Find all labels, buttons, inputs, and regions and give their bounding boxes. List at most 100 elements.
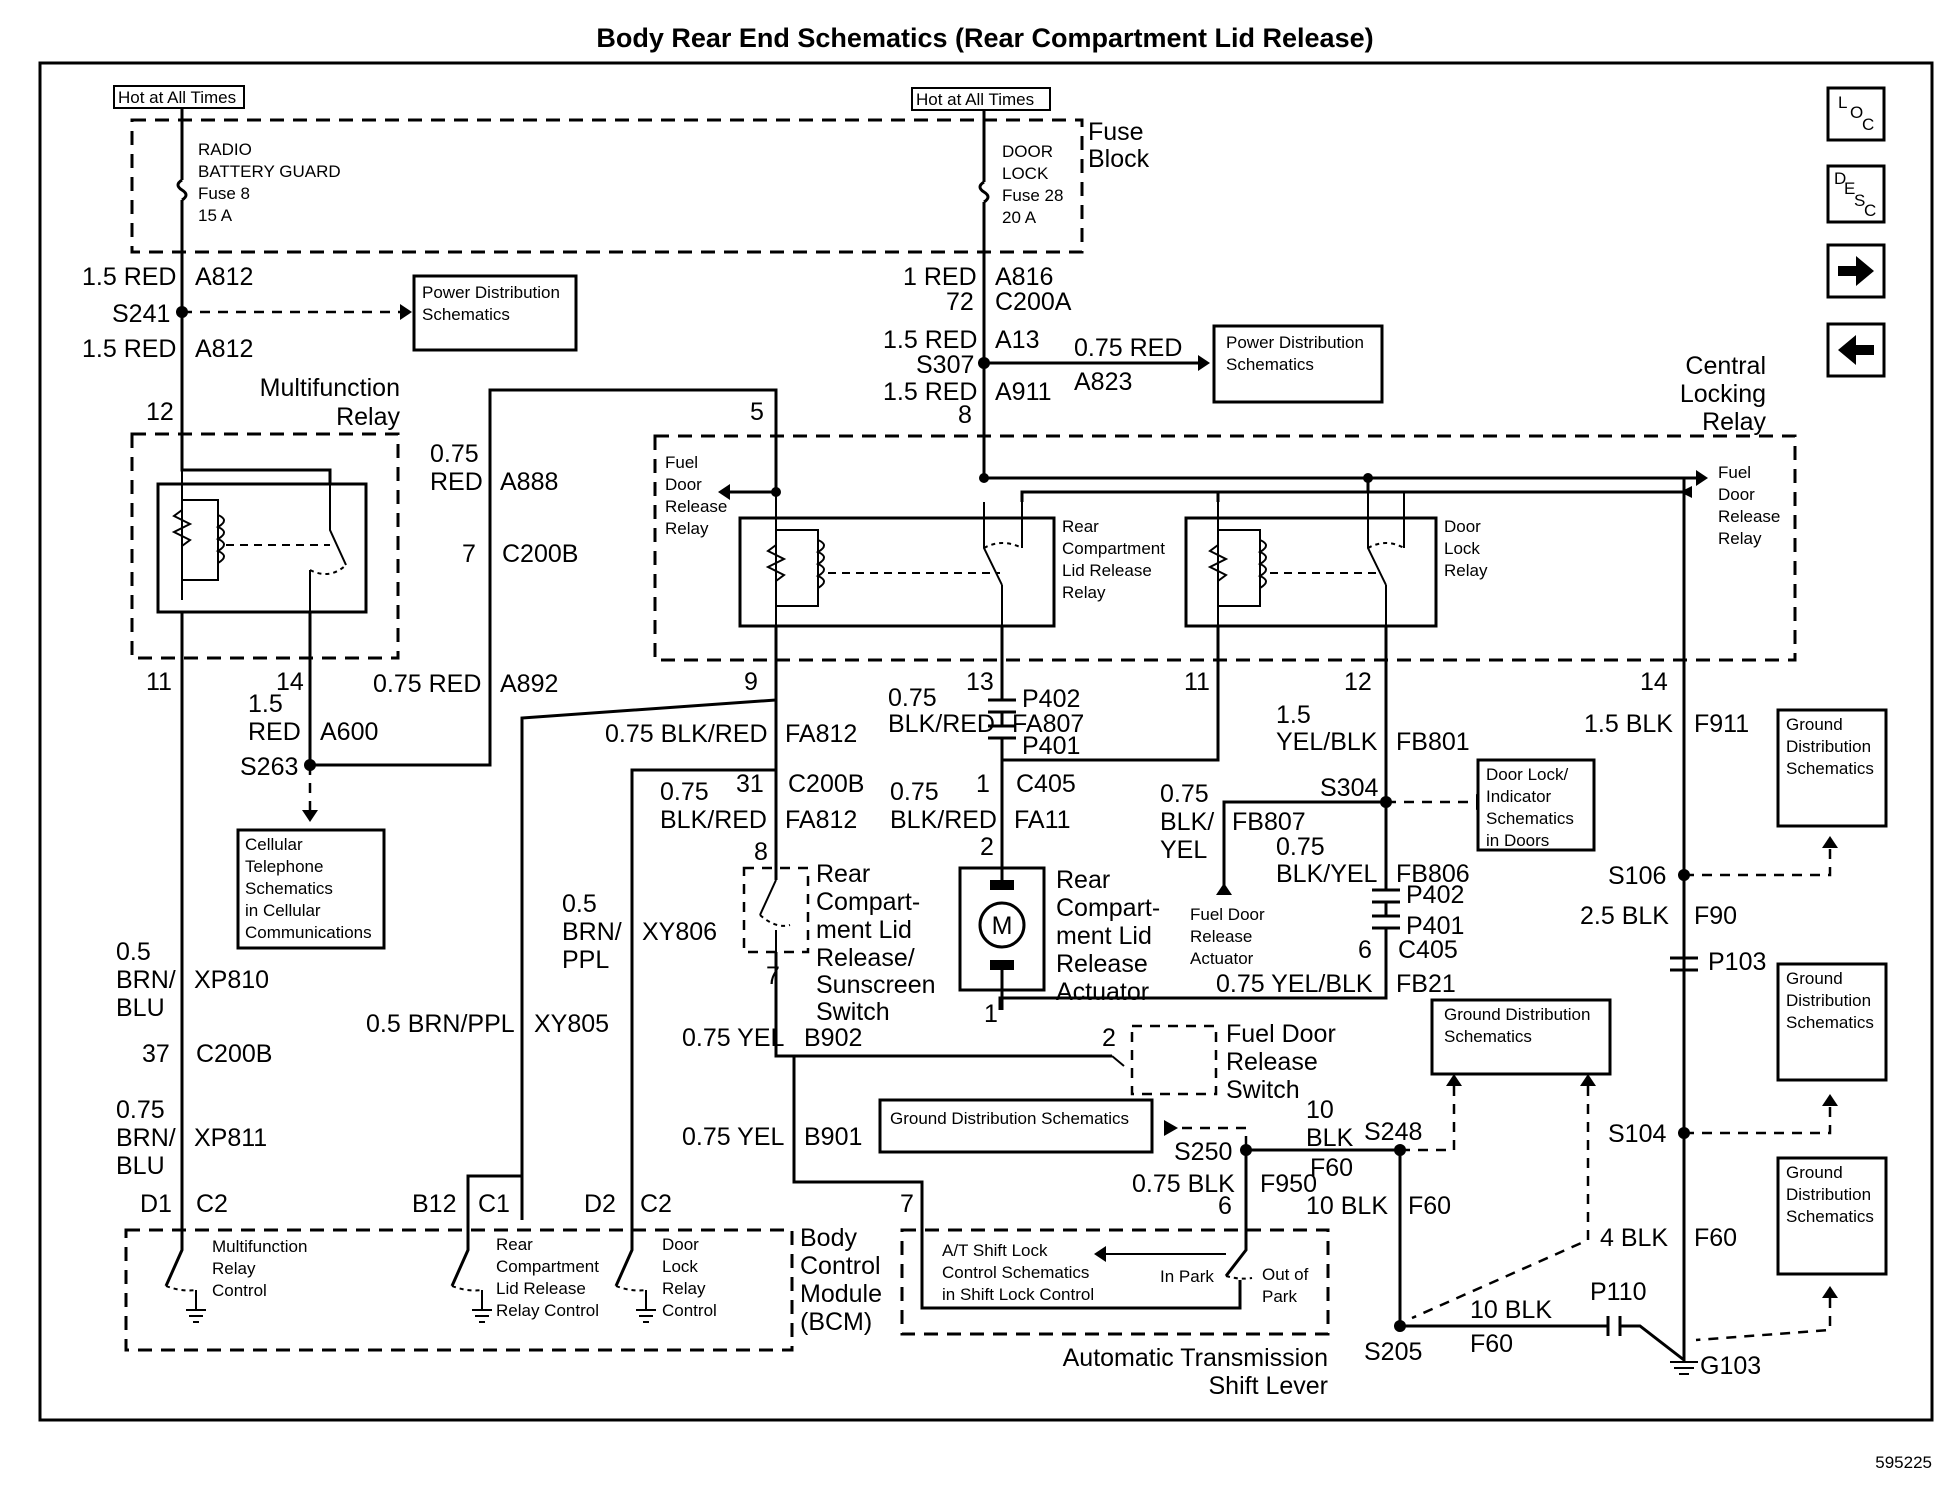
label-wires-p9: 9 bbox=[744, 668, 758, 696]
label-wires-w14b: BLK/RED bbox=[660, 806, 767, 834]
label-wires-p103: P103 bbox=[1708, 948, 1766, 976]
label-components-out_park-1: Park bbox=[1262, 1287, 1297, 1306]
label-wires-w26a: 10 bbox=[1306, 1096, 1334, 1124]
prev-arrow-button[interactable] bbox=[1826, 322, 1886, 378]
label-refs-gds2-1: Schematics bbox=[1444, 1027, 1532, 1046]
label-wires-w17b: BLK/YEL bbox=[1276, 860, 1378, 888]
label-refs-gds4-0: Ground Distribution Schematics bbox=[890, 1109, 1129, 1128]
label-wires-w2: 1.5 RED bbox=[82, 335, 176, 363]
loc-button[interactable]: LOC bbox=[1826, 86, 1886, 142]
label-wires-p7b: 7 bbox=[766, 962, 780, 990]
label-wires-w26b: BLK bbox=[1306, 1124, 1354, 1152]
label-components-fdrs-2: Switch bbox=[1226, 1076, 1300, 1104]
ground-icon bbox=[1670, 1361, 1698, 1375]
label-components-mfr1: Multifunction bbox=[260, 374, 400, 402]
label-wires-g103: G103 bbox=[1700, 1352, 1761, 1380]
label-components-actuator-1: Compart- bbox=[1056, 894, 1160, 922]
label-components-bcm-1: Control bbox=[800, 1252, 881, 1280]
label-wires-c405b: C405 bbox=[1398, 936, 1458, 964]
label-wires-p2b: 2 bbox=[1102, 1024, 1116, 1052]
label-components-motor: M bbox=[992, 912, 1013, 940]
label-wires-c405a: C405 bbox=[1016, 770, 1076, 798]
label-wires-w12a: 1.5 bbox=[1276, 701, 1311, 729]
label-components-fdr_right-1: Door bbox=[1718, 485, 1755, 504]
label-wires-p7a: 7 bbox=[462, 540, 476, 568]
svg-text:L: L bbox=[1838, 93, 1847, 112]
label-components-ats-0: Automatic Transmission bbox=[1063, 1344, 1328, 1372]
label-components-bcm_dlr-3: Control bbox=[662, 1301, 717, 1320]
label-wires-p402b: P402 bbox=[1406, 881, 1464, 909]
label-components-dlr-2: Relay bbox=[1444, 561, 1488, 580]
label-wires-w14c: FA812 bbox=[785, 806, 857, 834]
ref-ground-distribution-1[interactable] bbox=[1776, 708, 1888, 828]
ref-ground-distribution-2[interactable] bbox=[1430, 998, 1612, 1076]
label-wires-w2c: A812 bbox=[195, 335, 253, 363]
label-wires-s106: S106 bbox=[1608, 862, 1666, 890]
label-refs-dlis-2: Schematics bbox=[1486, 809, 1574, 828]
ref-power-distribution-1[interactable] bbox=[412, 274, 578, 352]
label-components-clr3: Relay bbox=[1702, 408, 1766, 436]
label-components-fdr_left-1: Door bbox=[665, 475, 702, 494]
fuse-28-icon bbox=[978, 180, 990, 204]
label-components-sunscreen-1: Compart- bbox=[816, 888, 920, 916]
ref-power-distribution-2[interactable] bbox=[1212, 324, 1384, 404]
ref-ground-distribution-4[interactable] bbox=[878, 1098, 1154, 1154]
label-components-actuator-4: Actuator bbox=[1056, 978, 1149, 1006]
next-arrow-button[interactable] bbox=[1826, 243, 1886, 299]
ref-cellular-telephone[interactable] bbox=[236, 828, 386, 950]
label-wires-w30c: F60 bbox=[1470, 1330, 1513, 1358]
label-wires-w9c: A600 bbox=[320, 718, 378, 746]
label-wires-w12b: YEL/BLK bbox=[1276, 728, 1378, 756]
label-wires-p402a: P402 bbox=[1022, 685, 1080, 713]
ref-door-lock-indicator[interactable] bbox=[1476, 758, 1596, 852]
label-refs-cell-3: in Cellular bbox=[245, 901, 321, 920]
label-wires-p5: 5 bbox=[750, 398, 764, 426]
label-wires-w19a: 0.5 bbox=[116, 938, 151, 966]
label-wires-w17c: FB806 bbox=[1396, 860, 1470, 888]
label-wires-p8a: 8 bbox=[958, 401, 972, 429]
label-components-ats_inner-1: Control Schematics bbox=[942, 1263, 1089, 1282]
label-fuse_block-fuse28-2: Fuse 28 bbox=[1002, 186, 1063, 205]
label-fuse_block-hot1: Hot at All Times bbox=[118, 88, 236, 107]
ref-ground-distribution-5[interactable] bbox=[1776, 1156, 1888, 1276]
label-wires-w21c: B902 bbox=[804, 1024, 862, 1052]
label-components-dlr-1: Lock bbox=[1444, 539, 1480, 558]
ref-ground-distribution-3[interactable] bbox=[1776, 962, 1888, 1082]
label-wires-w3c: A816 bbox=[995, 263, 1053, 291]
svg-text:D: D bbox=[1834, 169, 1846, 188]
label-wires-w6c: A823 bbox=[1074, 368, 1132, 396]
label-wires-w20c: XY805 bbox=[534, 1010, 609, 1038]
label-wires-w29c: F60 bbox=[1694, 1224, 1737, 1252]
label-wires-w24d: XP811 bbox=[194, 1124, 267, 1152]
label-components-fdrs-0: Fuel Door bbox=[1226, 1020, 1336, 1048]
right-arrow-icon bbox=[1838, 256, 1874, 286]
label-fuse_block-label1: Fuse bbox=[1088, 118, 1144, 146]
label-wires-p14b: 14 bbox=[1640, 668, 1668, 696]
label-components-sunscreen-0: Rear bbox=[816, 860, 870, 888]
label-refs-dlis-0: Door Lock/ bbox=[1486, 765, 1568, 784]
label-wires-w8: 0.75 RED bbox=[373, 670, 481, 698]
label-wires-p6a: 6 bbox=[1358, 936, 1372, 964]
label-components-bcm_dlr-2: Relay bbox=[662, 1279, 706, 1298]
label-wires-w16c: YEL bbox=[1160, 836, 1207, 864]
label-components-ats-1: Shift Lever bbox=[1208, 1372, 1328, 1400]
label-wires-w16a: 0.75 bbox=[1160, 780, 1209, 808]
label-wires-w29: 4 BLK bbox=[1600, 1224, 1668, 1252]
label-wires-w18b: BRN/ bbox=[562, 918, 622, 946]
label-components-rclr-1: Compartment bbox=[1062, 539, 1165, 558]
label-components-bcm_rclr-3: Relay Control bbox=[496, 1301, 599, 1320]
label-wires-w21: 0.75 YEL bbox=[682, 1024, 785, 1052]
label-wires-w27c: F950 bbox=[1260, 1170, 1317, 1198]
outer-frame bbox=[38, 61, 1934, 1422]
label-wires-w7b: RED bbox=[430, 468, 483, 496]
label-wires-c200b2: C200B bbox=[788, 770, 864, 798]
label-components-actuator-0: Rear bbox=[1056, 866, 1110, 894]
rear-compartment-lid-release-actuator: M Rear Compart- ment Lid Release Actuato… bbox=[958, 866, 1160, 1028]
label-components-fdr_right-3: Relay bbox=[1718, 529, 1762, 548]
label-wires-p2: 2 bbox=[980, 833, 994, 861]
label-components-rclr-3: Relay bbox=[1062, 583, 1106, 602]
label-wires-p8b: 8 bbox=[754, 838, 768, 866]
